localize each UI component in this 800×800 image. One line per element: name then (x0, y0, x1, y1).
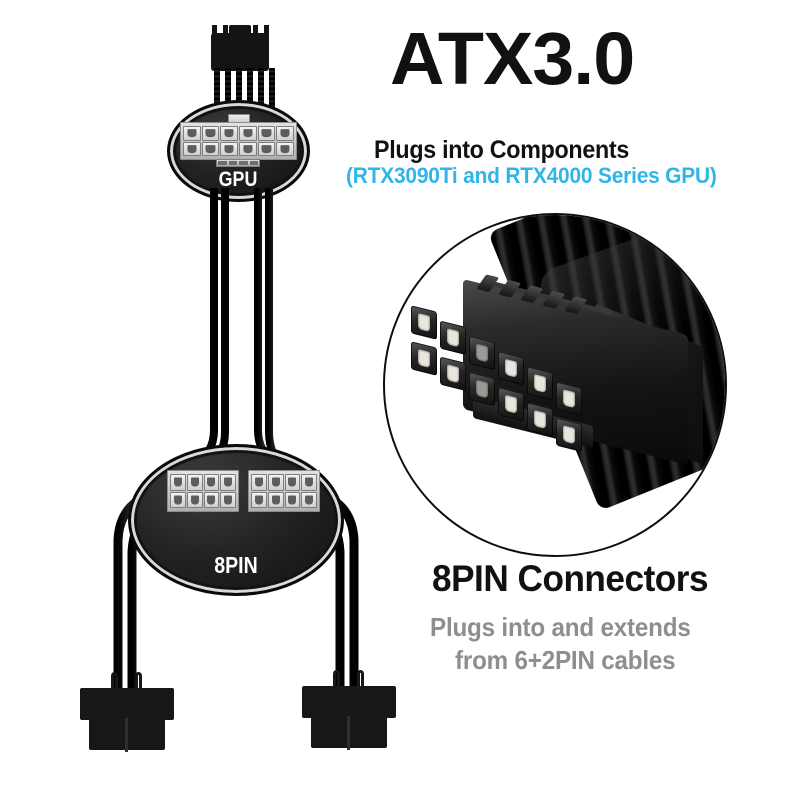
plug-clip (333, 670, 340, 686)
pin (284, 474, 301, 491)
cable-wire (269, 68, 275, 130)
sideband-pin (476, 274, 500, 293)
pin (440, 320, 466, 356)
section-sub-line2: from 6+2PIN cables (455, 645, 676, 675)
sideband-pin (498, 279, 522, 298)
pin (411, 305, 437, 340)
pin (251, 474, 267, 491)
pin (183, 141, 201, 156)
pin (257, 126, 276, 141)
cable-wire (247, 68, 253, 118)
cable-wire (236, 68, 242, 118)
pin (276, 141, 294, 156)
pin (527, 366, 553, 401)
pin (556, 381, 582, 416)
pin8-connector-node (128, 444, 344, 596)
pin (183, 126, 201, 141)
plug-clip (357, 670, 364, 686)
pin (498, 387, 524, 422)
pin (203, 474, 220, 491)
pin (301, 491, 317, 508)
pin (186, 491, 203, 508)
pin-housing-12vhpwr (180, 122, 297, 160)
pin (301, 474, 317, 491)
pin (411, 341, 437, 376)
plug-seam (347, 716, 350, 750)
pin8-node-label: 8PIN (214, 552, 258, 578)
pin (170, 474, 186, 491)
pin (469, 371, 495, 407)
pin (220, 141, 238, 156)
pin (203, 491, 220, 508)
plug-seam (125, 718, 128, 752)
section-heading-8pin: 8PIN Connectors (432, 558, 709, 599)
plug-clip (111, 672, 118, 688)
pin (267, 474, 284, 491)
pin (284, 491, 301, 508)
cable-wire (225, 68, 231, 130)
cable-wire (214, 68, 220, 130)
photo-content (385, 215, 725, 555)
sideband-pin (218, 161, 227, 165)
pin (201, 141, 220, 156)
sideband-pin (228, 161, 237, 165)
gpu-node-label: GPU (218, 168, 258, 191)
top-plug-body-12vhpwr (211, 33, 269, 71)
pin (238, 126, 257, 141)
pin (276, 126, 294, 141)
pin (469, 335, 495, 371)
pin (220, 491, 236, 508)
pin (170, 491, 186, 508)
pin-housing-8pin-left (167, 470, 239, 512)
compatibility-note: (RTX3090Ti and RTX4000 Series GPU) (346, 163, 717, 188)
pin (440, 356, 466, 392)
connector-photo-inset (383, 213, 727, 557)
sideband-pin (249, 161, 258, 165)
sideband-pin (520, 285, 544, 304)
pin (220, 126, 238, 141)
plug-notch (253, 25, 258, 37)
page-title: ATX3.0 (390, 17, 635, 100)
plug-notch (223, 25, 228, 37)
pin (257, 141, 276, 156)
cable-bundle-middle (113, 188, 359, 690)
sideband-pin (239, 161, 248, 165)
cable-wire (258, 68, 264, 130)
sideband-pin (542, 290, 566, 309)
section-sub-line1: Plugs into and extends (430, 612, 691, 642)
pin (556, 417, 582, 452)
cable-diagram: GPU (0, 0, 400, 800)
sideband-pin (564, 296, 588, 315)
plug-clip (135, 672, 142, 688)
headline-subtitle: Plugs into Components (374, 136, 630, 164)
pin (238, 141, 257, 156)
pin-housing-8pin-right (248, 470, 320, 512)
pin (201, 126, 220, 141)
plug-notch (264, 25, 269, 37)
pin (186, 474, 203, 491)
pin (220, 474, 236, 491)
sideband-pin-row (216, 159, 260, 167)
pin (251, 491, 267, 508)
pin (498, 351, 524, 386)
plug-notch (212, 25, 217, 37)
pin (527, 402, 553, 437)
pin (267, 491, 284, 508)
